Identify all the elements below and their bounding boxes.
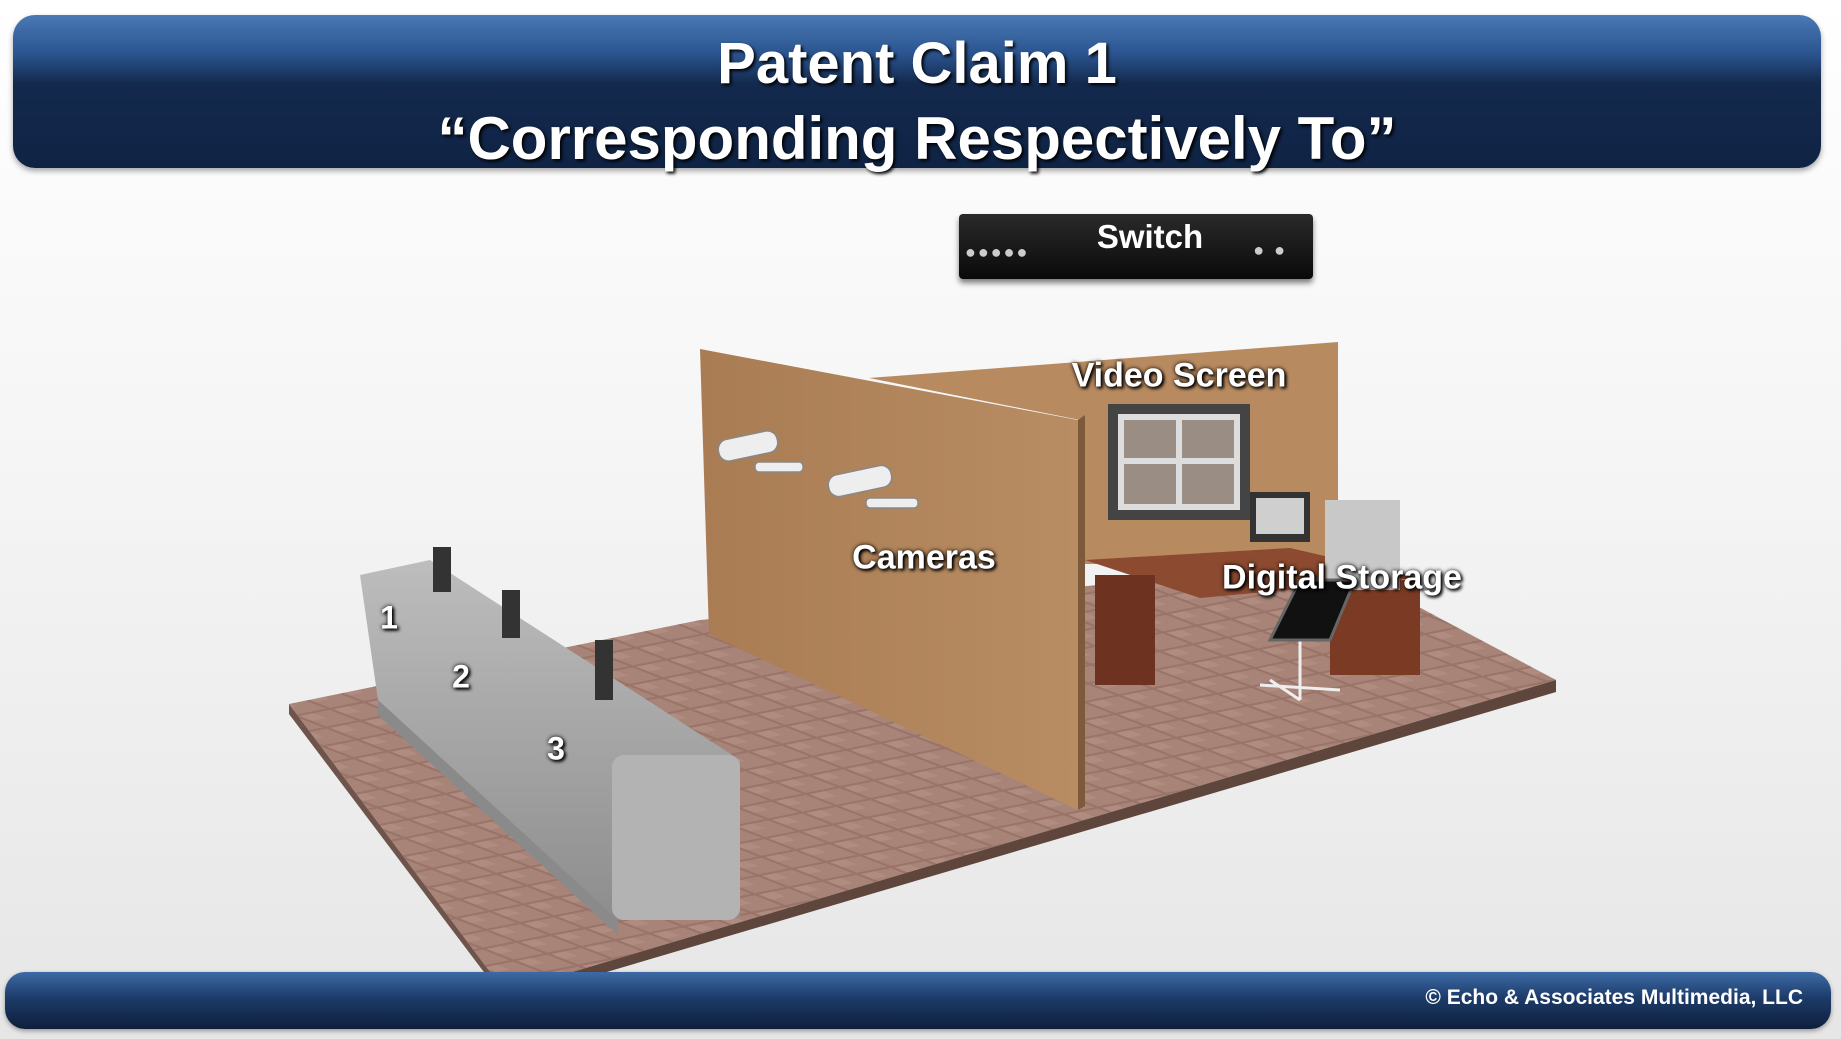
footer-bar: © Echo & Associates Multimedia, LLC: [5, 972, 1831, 1029]
station-label-2: 2: [452, 658, 470, 695]
network-switch: ●●●●● ●●: [959, 214, 1313, 279]
station-monitor-2: [502, 590, 520, 638]
security-camera-1: [717, 430, 804, 473]
title-banner: Patent Claim 1 “Corresponding Respective…: [13, 15, 1821, 172]
switch-ports-icon: ●●: [1253, 240, 1295, 260]
station-label-3: 3: [547, 730, 565, 767]
switch-label: Switch: [1096, 218, 1204, 255]
video-screen-label: Video Screen: [1071, 356, 1287, 395]
copyright-text: © Echo & Associates Multimedia, LLC: [1425, 986, 1803, 1009]
station-monitor-1: [433, 547, 451, 592]
digital-storage-tower: [1325, 500, 1400, 590]
station-counters: [360, 547, 740, 935]
switch-ports-icon: ●●●●●: [965, 242, 1030, 262]
office-chair: [1259, 578, 1358, 702]
title-line-2: “Corresponding Respectively To”: [437, 105, 1397, 172]
video-screen: [1108, 404, 1250, 520]
title-line-1: Patent Claim 1: [717, 31, 1117, 96]
station-label-1: 1: [380, 599, 398, 636]
digital-storage-label: Digital Storage: [1222, 558, 1462, 597]
security-camera-2: [827, 464, 919, 509]
station-monitor-3: [595, 640, 613, 700]
cameras-label: Cameras: [852, 538, 996, 577]
